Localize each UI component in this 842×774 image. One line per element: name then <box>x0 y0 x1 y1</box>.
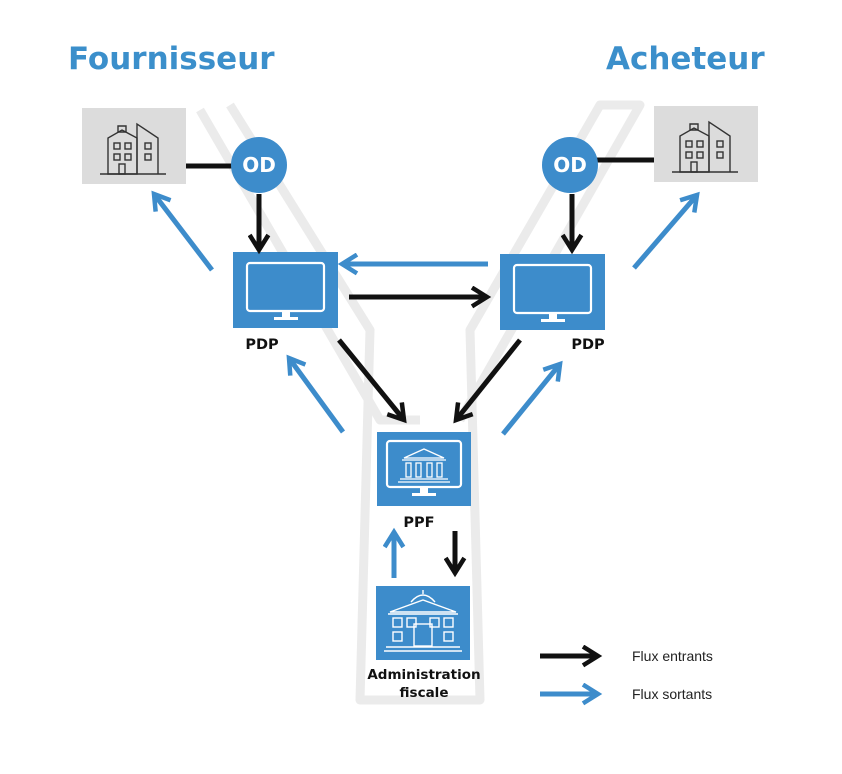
administration-label-line2: fiscale <box>400 685 449 701</box>
od-left-label: OD <box>242 153 276 177</box>
od-right-label: OD <box>553 153 587 177</box>
supplier-company <box>82 108 186 184</box>
flow-ppf-to-pdp-left <box>286 354 346 434</box>
administration-label-line1: Administration <box>367 667 480 683</box>
legend: Flux entrants Flux sortants <box>540 644 713 706</box>
pdp-right-node: PDP <box>500 254 605 353</box>
flow-ppf-to-pdp-right <box>501 360 563 436</box>
pdp-left-label: PDP <box>245 337 279 353</box>
pdp-left-node: PDP <box>233 252 338 353</box>
od-right-node: OD <box>542 137 598 193</box>
ppf-node: PPF <box>377 432 471 531</box>
buyer-title: Acheteur <box>606 41 765 77</box>
legend-outgoing-label: Flux sortants <box>632 686 712 702</box>
od-left-node: OD <box>231 137 287 193</box>
building-icon <box>100 122 166 175</box>
government-building-icon <box>398 448 450 483</box>
pdp-right-label: PDP <box>571 337 605 353</box>
monitor-icon <box>245 261 326 320</box>
incoming-flows <box>247 194 584 578</box>
legend-outgoing: Flux sortants <box>540 682 712 706</box>
buyer-company <box>654 106 758 182</box>
monitor-icon <box>385 439 463 496</box>
building-icon <box>672 120 738 173</box>
monitor-icon <box>512 263 593 322</box>
administration-node: Administration fiscale <box>367 586 481 701</box>
flow-pdp-right-to-ppf <box>453 338 522 424</box>
legend-incoming: Flux entrants <box>540 644 713 668</box>
ppf-label: PPF <box>403 515 434 531</box>
legend-incoming-label: Flux entrants <box>632 648 713 664</box>
flow-pdp-right-to-buyer <box>632 191 700 270</box>
outgoing-flows <box>151 190 700 578</box>
flow-pdp-left-to-supplier <box>151 190 214 272</box>
government-building-icon <box>384 590 462 652</box>
flow-pdp-left-to-ppf <box>337 338 407 424</box>
supplier-title: Fournisseur <box>68 41 275 77</box>
